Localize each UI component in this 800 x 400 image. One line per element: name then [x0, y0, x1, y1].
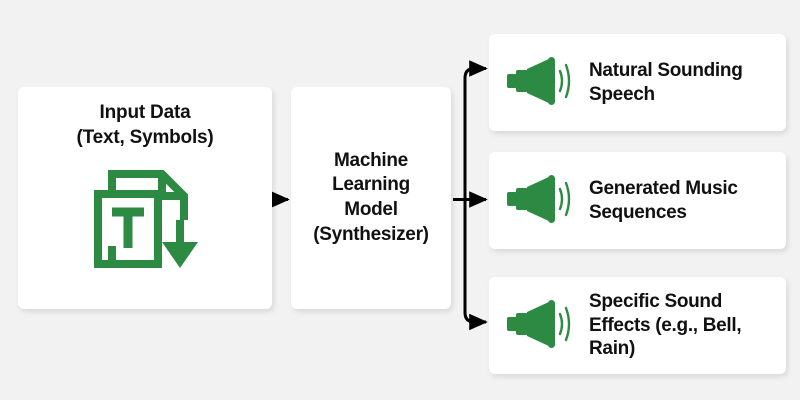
ml-model-title-line-1: Machine: [334, 149, 408, 171]
output-label-line-2: Effects (e.g., Bell,: [589, 314, 742, 336]
output-card-natural-sounding-speech[interactable]: Natural Sounding Speech: [489, 34, 786, 131]
output-label-line-1: Generated Music: [589, 177, 738, 199]
arrow-model-to-output-3: [463, 199, 488, 331]
output-label-natural-sounding-speech: Natural Sounding Speech: [589, 59, 743, 107]
output-label-line-1: Natural Sounding: [589, 59, 743, 81]
input-data-title: Input Data (Text, Symbols): [76, 101, 213, 150]
output-card-generated-music-sequences[interactable]: Generated Music Sequences: [489, 152, 786, 249]
output-label-line-3: Rain): [589, 338, 636, 360]
input-data-card[interactable]: Input Data (Text, Symbols): [18, 87, 272, 309]
output-label-line-2: Speech: [589, 83, 655, 105]
speaker-megaphone-icon: [505, 172, 575, 229]
output-label-line-1: Specific Sound: [589, 290, 723, 312]
output-card-specific-sound-effects[interactable]: Specific Sound Effects (e.g., Bell, Rain…: [489, 277, 786, 374]
speaker-megaphone-icon: [505, 54, 575, 111]
ml-model-title-line-2: Learning: [332, 174, 410, 196]
output-label-generated-music-sequences: Generated Music Sequences: [589, 177, 738, 225]
speaker-megaphone-icon: [505, 297, 575, 354]
ml-model-title-line-3: Model: [344, 199, 398, 220]
ml-model-title-line-4: (Synthesizer): [313, 223, 429, 245]
input-data-title-line-2: (Text, Symbols): [76, 126, 214, 148]
input-data-title-line-1: Input Data: [99, 102, 191, 123]
output-label-line-2: Sequences: [589, 201, 687, 223]
text-document-download-icon: [92, 168, 198, 285]
output-label-specific-sound-effects: Specific Sound Effects (e.g., Bell, Rain…: [589, 290, 742, 362]
ml-model-card[interactable]: Machine Learning Model (Synthesizer): [291, 87, 451, 309]
arrow-model-to-output-1: [463, 60, 488, 200]
ml-model-title: Machine Learning Model (Synthesizer): [309, 149, 432, 248]
